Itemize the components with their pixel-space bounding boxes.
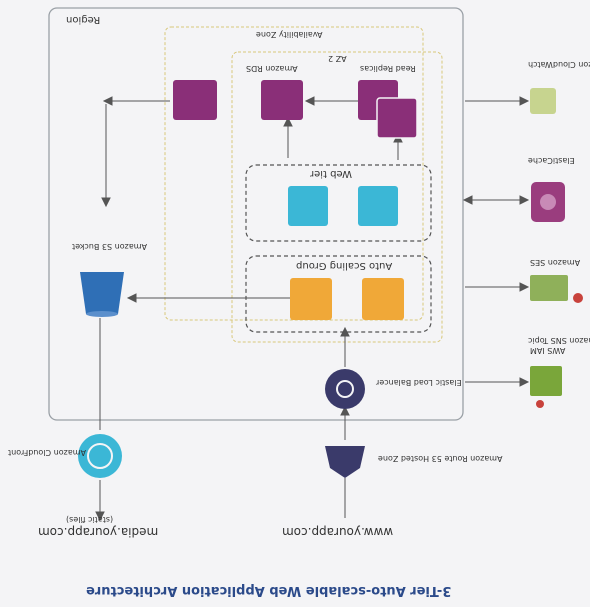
route53-label: Amazon Route 53 Hosted Zone [378,454,503,463]
elasticache-label: ElastiCache [528,156,575,165]
route53-icon [325,446,365,478]
cloudfront-icon-inner [87,443,113,469]
availability-zone-b-box [231,51,443,343]
cloudwatch-icon [530,88,556,114]
arrowhead [340,326,350,337]
ses-badge-icon [573,293,583,303]
web-tier-label: Web tier [310,168,352,179]
arrowhead [102,96,113,106]
www-url-label: www.yourapp.com [282,525,394,539]
ses-label: Amazon SES [530,258,581,267]
availability-zone-a-box [164,26,424,321]
s3-bucket-label: Amazon S3 Bucket [72,242,147,251]
arrowhead [304,96,315,106]
arrowhead [519,96,530,106]
rds-primary-label: Amazon RDS [246,64,298,73]
ses-icon [530,275,568,301]
media-note-label: (static files) [66,515,114,524]
arrowhead [519,377,530,387]
media-url-label: media.yourapp.com [38,525,159,539]
ec2-asg-icon-1 [290,278,332,320]
arrowhead [126,293,137,303]
elasticache-badge-icon [540,194,556,210]
s3-bucket-rim [86,311,118,317]
elastic-load-balancer-icon [325,369,365,409]
cloudfront-label: Amazon CloudFront [8,448,86,457]
iam-icon [530,366,562,396]
arrowhead [340,405,350,416]
rds-primary-icon [261,80,303,120]
ec2-web-icon-2 [358,186,398,226]
arrowhead [519,282,530,292]
az2-label: AZ 2 [328,54,347,63]
auto-scaling-group-label: Auto Scaling Group [296,260,393,271]
elb-icon-inner [336,380,354,398]
region-box [48,7,464,421]
arrowhead [283,116,293,127]
availability-zone-a-label: Availability Zone [256,30,323,39]
s3-bucket-icon [80,272,124,314]
page-title: 3-Tier Auto-scalable Web Application Arc… [86,583,452,598]
cloudfront-icon [78,434,122,478]
sns-label: Amazon SNS Topic [528,336,590,345]
rds-replica-icon-2 [376,97,418,139]
rds-replica-label: Read Replicas [360,64,416,73]
iam-badge-icon [536,400,544,408]
arrowhead [95,511,105,522]
ec2-web-icon-1 [288,186,328,226]
cloudwatch-label: Amazon CloudWatch [528,60,590,69]
iam-label: AWS IAM [530,346,566,355]
arrowhead [462,195,473,205]
elastic-lb-label: Elastic Load Balancer [376,378,462,387]
region-label: Region [66,14,101,25]
rds-instance-icon [173,80,217,120]
arrowhead [519,195,530,205]
ec2-asg-icon-2 [362,278,404,320]
arrowhead [101,197,111,208]
